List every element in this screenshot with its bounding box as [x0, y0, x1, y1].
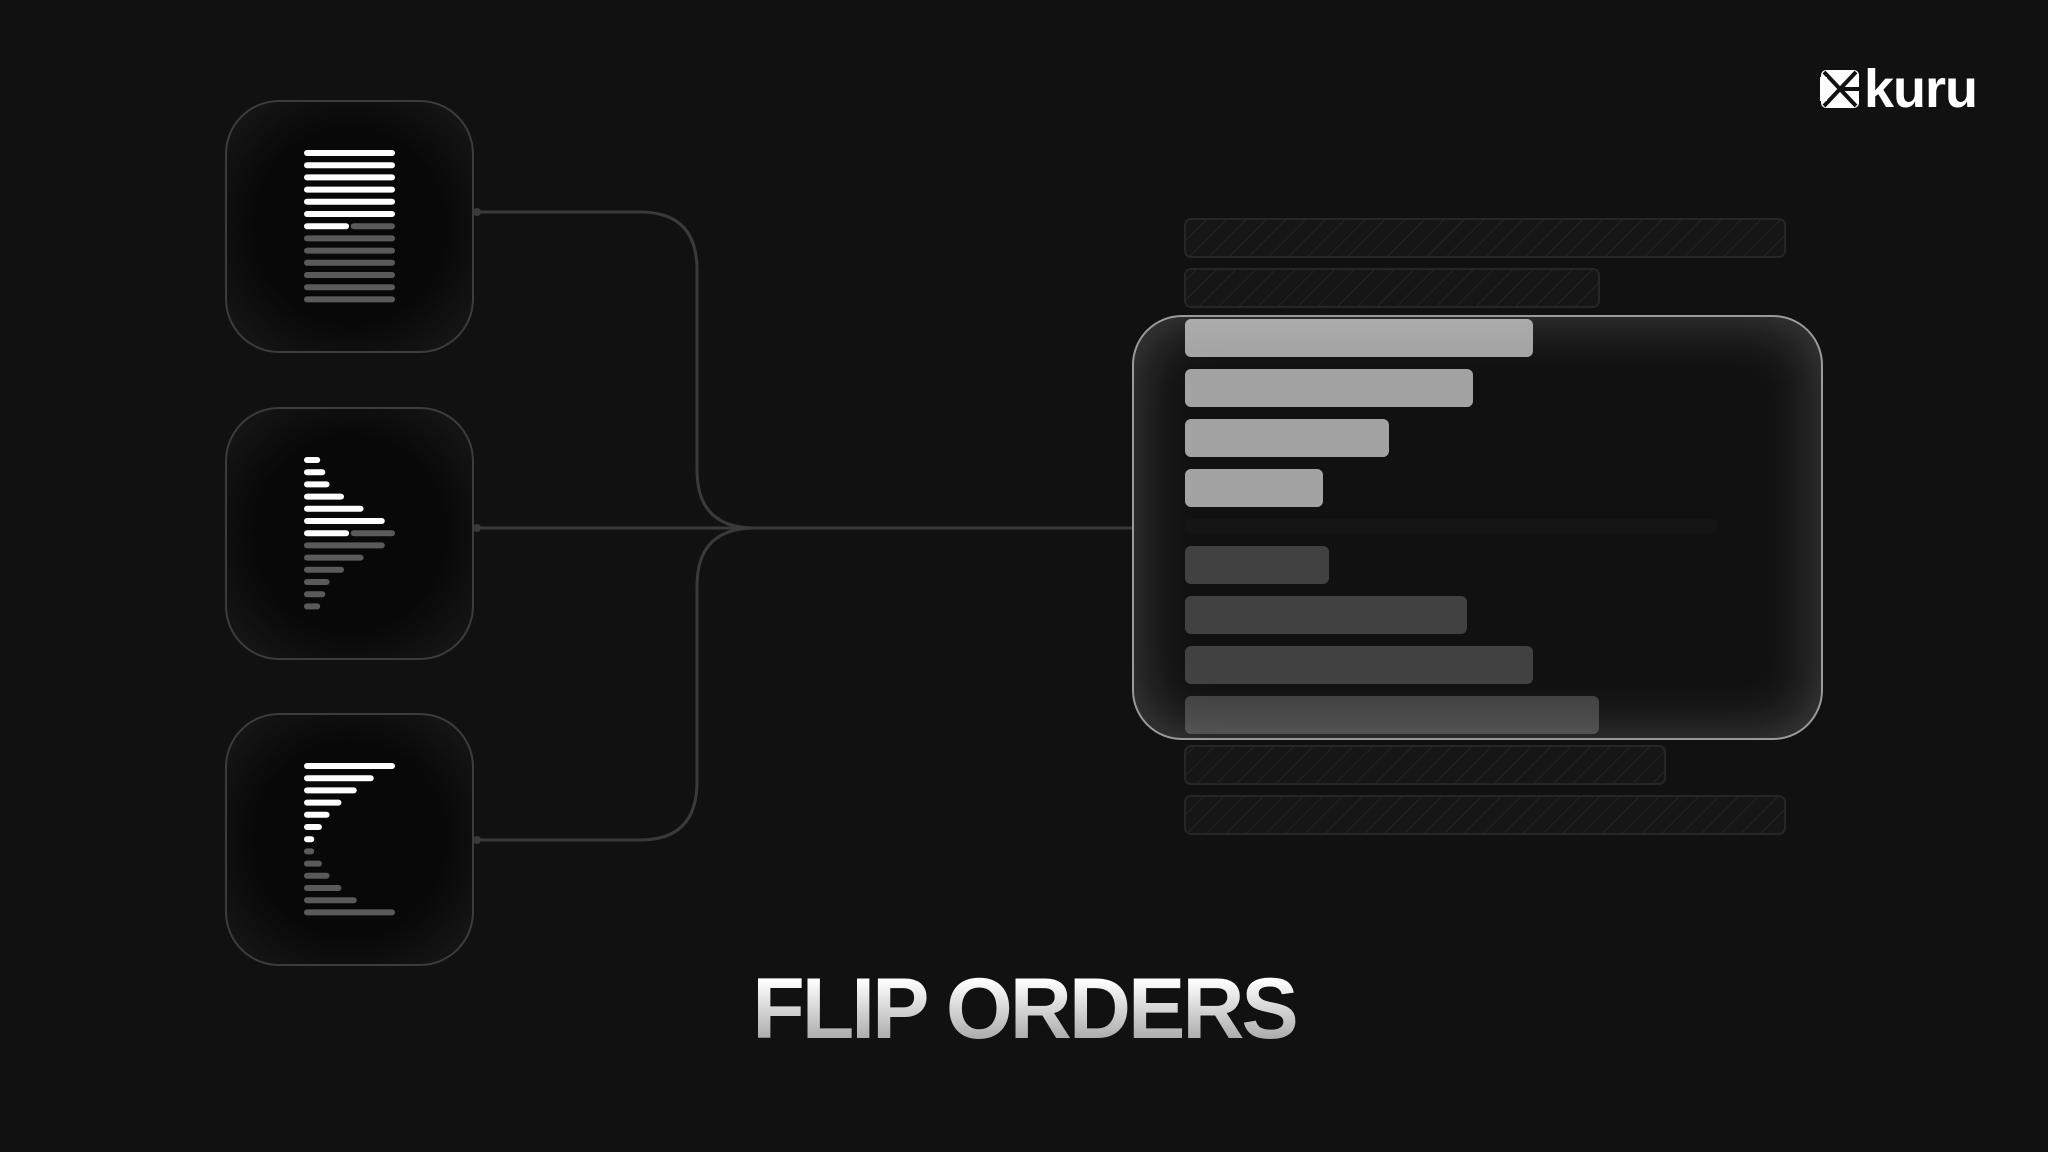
- flipped-order-bar-dark: [1185, 596, 1467, 634]
- flipped-order-bar-dark: [1185, 696, 1599, 734]
- kuru-logo-icon: [1820, 70, 1860, 108]
- connector-line: [474, 526, 756, 842]
- peaked-book-icon: [304, 457, 395, 610]
- connector-dot: [473, 208, 481, 216]
- flipped-order-bar-dark: [1185, 646, 1533, 684]
- flipped-order-bar-dark: [1185, 546, 1329, 584]
- hatched-order-bar: [1184, 795, 1786, 835]
- sloped-book-icon: [304, 763, 395, 916]
- hatched-order-bar: [1184, 268, 1600, 308]
- flipped-order-bar-light: [1185, 469, 1323, 507]
- connector-lines: [473, 208, 1132, 844]
- kuru-logo: kuru: [1820, 59, 1978, 119]
- hatched-order-bar: [1184, 218, 1786, 258]
- connector-line: [474, 210, 756, 530]
- order-book: [1184, 218, 1786, 835]
- connector-dot: [473, 524, 481, 532]
- spread-divider: [1185, 519, 1717, 533]
- source-box-peaked: [225, 407, 474, 660]
- connector-dot: [473, 836, 481, 844]
- hatched-order-bar: [1184, 745, 1666, 785]
- source-box-sloped: [225, 713, 474, 966]
- flipped-order-bar-light: [1185, 419, 1389, 457]
- page-title: FLIP ORDERS: [0, 960, 2048, 1059]
- flipped-order-bar-light: [1185, 369, 1473, 407]
- source-box-flat: [225, 100, 474, 353]
- flipped-order-bar-light: [1185, 319, 1533, 357]
- flat-book-icon: [304, 150, 395, 303]
- logo-text: kuru: [1864, 59, 1978, 119]
